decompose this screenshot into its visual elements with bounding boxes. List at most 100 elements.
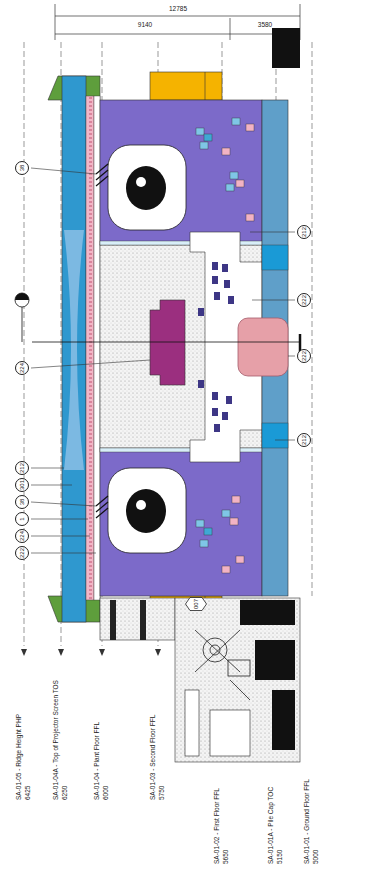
purple-room: [100, 100, 262, 245]
level-line: [312, 42, 313, 596]
square: [230, 172, 238, 179]
level-value: 5150: [277, 850, 284, 864]
leader-line: [31, 553, 96, 554]
revision-hexagon: 007: [185, 597, 207, 611]
callout-number: 212: [301, 435, 307, 445]
speaker-cone: [126, 166, 166, 210]
stage-structure: [240, 600, 295, 625]
leader-line: [31, 468, 64, 469]
fixing-mark: [96, 508, 108, 518]
leader-line: [275, 440, 295, 441]
stage-area: [175, 598, 300, 762]
level-value: 5750: [159, 786, 166, 800]
seat-cluster: [198, 262, 234, 432]
callout-number: 301: [19, 480, 25, 490]
projector-screen: [150, 300, 185, 385]
section-line: [32, 342, 300, 343]
square: [204, 134, 212, 141]
callout-circle: 1: [15, 512, 29, 526]
level-value: 6250: [62, 786, 69, 800]
level-name: SA-01-05 - Ridge Height PHP: [16, 714, 23, 800]
seat: [212, 276, 218, 284]
speaker-dot: [136, 500, 146, 510]
level-name: SA-01-04A - Top of Projector Screen TOS: [53, 680, 60, 800]
square: [226, 184, 234, 191]
callout-number: 1: [19, 517, 25, 520]
level-name: SA-01-02 - First Floor FFL: [214, 788, 221, 864]
callout-circle: 212: [297, 225, 311, 239]
fixing-mark: [96, 176, 108, 186]
level-marker: [58, 649, 64, 656]
level-name: SA-01-01A - Pile Cap TOC: [268, 787, 275, 864]
seat: [228, 296, 234, 304]
square: [200, 142, 208, 149]
speaker-box: [108, 145, 186, 230]
callout-circle: 38: [15, 495, 29, 509]
purple-room: [100, 448, 262, 596]
seat: [198, 308, 204, 316]
square: [222, 148, 230, 155]
dimension-line: [55, 16, 300, 17]
square: [204, 528, 212, 535]
seat: [214, 424, 220, 432]
square: [196, 520, 204, 527]
ground-floor-slab: [100, 598, 175, 640]
seat: [198, 380, 204, 388]
facade-glazing: [262, 423, 288, 448]
callout-number: 224: [19, 363, 25, 373]
level-name: SA-01-01 - Ground Floor FFL: [304, 779, 311, 864]
callout-number: 38: [19, 499, 25, 506]
revision-number: 007: [193, 599, 199, 609]
stage-platform: [210, 710, 250, 756]
callout-circle: 212: [297, 433, 311, 447]
callout-circle: 224: [15, 361, 29, 375]
seat: [222, 264, 228, 272]
level-marker: [155, 649, 161, 656]
fixing-mark: [96, 164, 108, 174]
level-line: [61, 42, 62, 646]
level-value: 6425: [25, 786, 32, 800]
column: [110, 600, 116, 640]
seat: [226, 396, 232, 404]
square: [222, 510, 230, 517]
level-value: 5000: [313, 850, 320, 864]
callout-circle: 222: [297, 293, 311, 307]
stage-platform: [185, 690, 199, 756]
leader-line: [31, 168, 96, 174]
fixing-mark: [96, 496, 108, 506]
level-name: SA-01-03 - Second Floor FFL: [150, 715, 157, 800]
machine-arm: [195, 630, 240, 672]
pink-pod: [238, 318, 288, 376]
stage-structure: [272, 690, 295, 750]
callout-circle: 222: [297, 349, 311, 363]
machine-wheel: [203, 638, 227, 662]
dimension-text: 3580: [258, 22, 272, 29]
square: [196, 128, 204, 135]
roof-lens: [64, 230, 84, 470]
callout-circle: 301: [15, 478, 29, 492]
callout-number: 222: [19, 548, 25, 558]
square: [222, 566, 230, 573]
seat: [212, 262, 218, 270]
callout-number: 224: [19, 531, 25, 541]
level-value: 5650: [223, 850, 230, 864]
fixing-marks: [96, 164, 108, 518]
square: [236, 180, 244, 187]
square: [200, 540, 208, 547]
dimension-line: [55, 34, 300, 35]
yellow-panel: [150, 72, 222, 100]
seat: [214, 292, 220, 300]
section-marker: [15, 293, 29, 307]
speaker-box: [108, 468, 186, 553]
section-marker-leader: [22, 307, 23, 342]
leader-line: [250, 232, 295, 233]
column: [140, 600, 146, 640]
level-name: SA-01-04 - Plant Floor FFL: [94, 722, 101, 800]
leader-line: [31, 536, 90, 537]
speaker-cone: [126, 489, 166, 533]
hexagon-shape: [186, 598, 207, 611]
callout-number: 212: [19, 463, 25, 473]
roof-block: [272, 28, 300, 68]
leaders: [31, 168, 295, 553]
